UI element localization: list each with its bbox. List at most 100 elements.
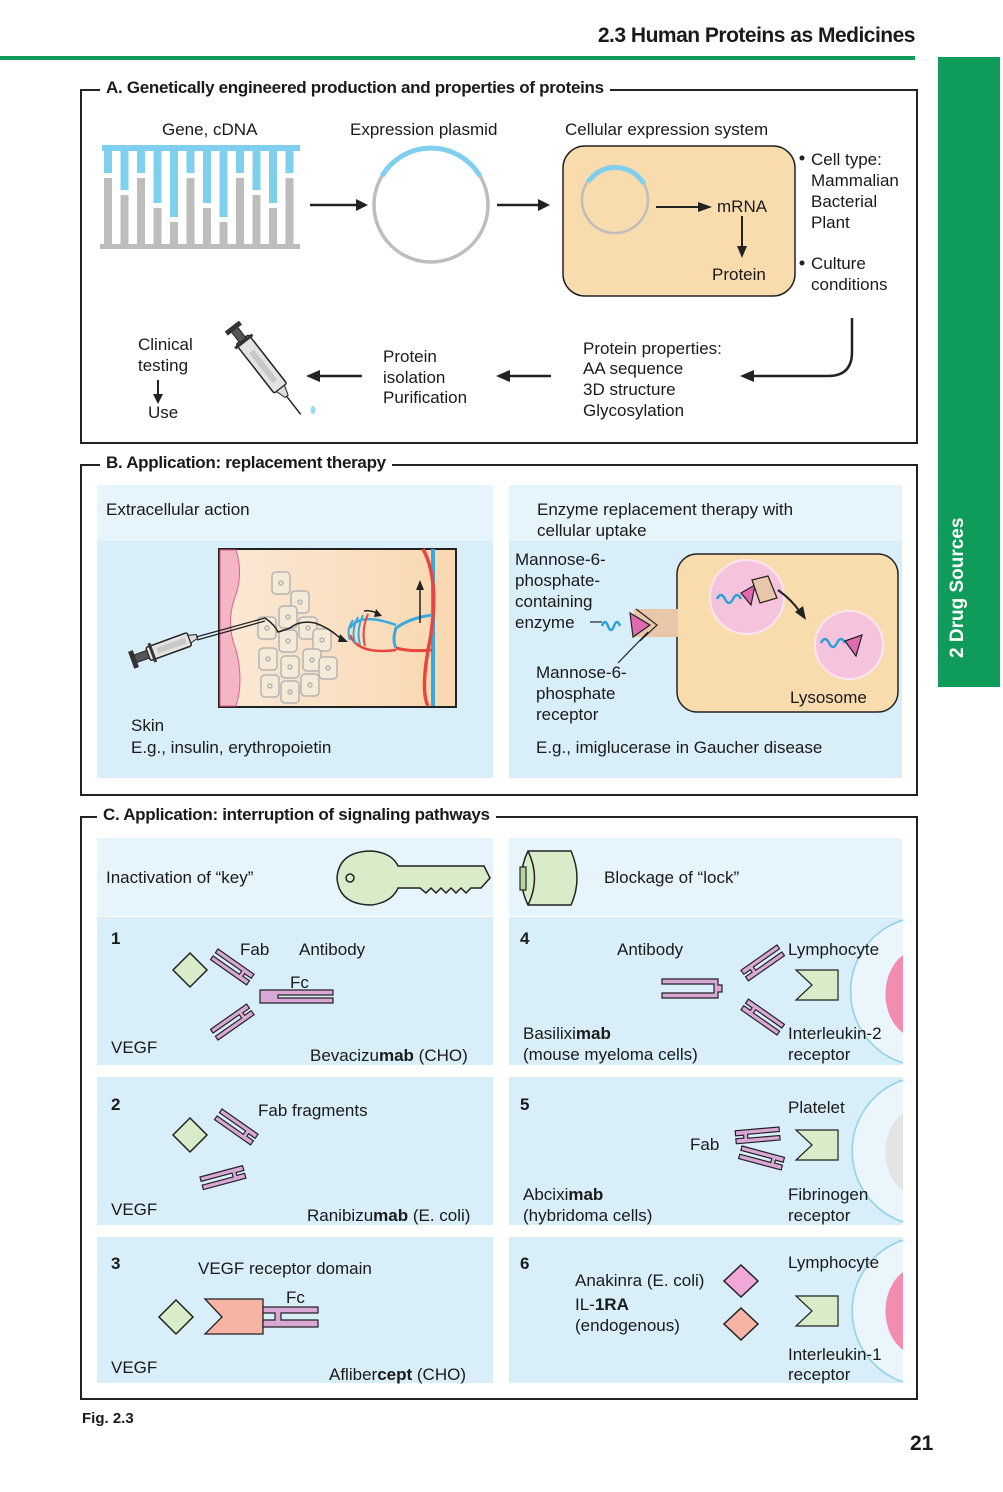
panel-b — [80, 464, 918, 796]
cdna-base-gray — [186, 178, 195, 244]
drug-suffix: mab — [378, 1046, 414, 1065]
cdna-base-gray — [104, 178, 112, 244]
cell-1-fab-label: Fab — [240, 940, 270, 959]
il1ra-diamond — [722, 1306, 760, 1342]
lock-label: Blockage of “lock” — [604, 868, 740, 887]
cdna-base-gray — [252, 195, 261, 244]
extracellular-examples: E.g., insulin, erythropoietin — [131, 738, 332, 757]
cdna-base-gray — [236, 178, 244, 244]
drug-stem: Afliber — [329, 1365, 378, 1384]
cell-nucleus — [287, 689, 293, 695]
cell-nucleus — [278, 580, 284, 586]
il1-receptor-6 — [794, 1295, 839, 1327]
drug-suffix: mab — [575, 1024, 611, 1043]
cell-nucleus — [325, 665, 331, 671]
panel-b-right-header-bg — [509, 485, 902, 541]
key-lock-icons — [336, 850, 578, 906]
receptor-label-2: phosphate — [536, 684, 616, 703]
capillary-red — [421, 548, 436, 707]
cell-5-drug: Abciximab — [523, 1184, 603, 1205]
anakinra-diamond — [722, 1263, 760, 1299]
cell-2-number: 2 — [111, 1095, 121, 1114]
enzyme-examples: E.g., imiglucerase in Gaucher disease — [536, 738, 823, 757]
clinical-line-2: testing — [138, 356, 189, 375]
vegf-diamond-1 — [171, 951, 209, 989]
arrow-isolation-to-syringe — [306, 370, 362, 382]
chapter-side-tab — [938, 57, 1000, 687]
cell-6-il1ra-label: IL-1RA — [575, 1294, 629, 1315]
arrow-clinical-to-use — [153, 380, 163, 404]
property-3d-structure: 3D structure — [583, 380, 676, 399]
bullet-culture: Culture — [811, 254, 866, 273]
cell-4-receptor-1: Interleukin-2 — [788, 1024, 882, 1043]
drug-stem: Abcixi — [523, 1185, 569, 1204]
injection-syringe-icon — [128, 617, 266, 669]
cell-6-receptor-1: Interleukin-1 — [788, 1345, 882, 1364]
page-number: 21 — [910, 1432, 934, 1455]
cell-1-antibody-label: Antibody — [299, 940, 366, 959]
key-label: Inactivation of “key” — [106, 868, 254, 887]
panel-b-title: B. Application: replacement therapy — [100, 453, 392, 473]
cdna-base-blue — [137, 145, 145, 173]
receptor-label-1: Mannose-6- — [536, 663, 627, 682]
cell-nucleus — [305, 625, 311, 631]
cell-4-drug: Basiliximab — [523, 1023, 611, 1044]
lymphocyte-6 — [851, 1239, 904, 1383]
vegf-diamond-2 — [171, 1116, 209, 1154]
lysosome-2 — [814, 610, 884, 680]
skin-label: Skin — [131, 716, 165, 735]
cdna-base-blue — [153, 145, 162, 203]
cdna-base-blue — [170, 145, 178, 217]
panel-c — [80, 816, 918, 1400]
cell-nucleus — [267, 683, 273, 689]
panel-a-top-graphics — [153, 145, 854, 415]
panel-a-title: A. Genetically engineered production and… — [100, 78, 610, 98]
cell-2-fab-fragments-label: Fab fragments — [258, 1101, 368, 1120]
vegf-receptor-domain-3 — [203, 1298, 319, 1335]
drug-source: (CHO) — [413, 1046, 468, 1065]
cell-5-fab-label: Fab — [690, 1135, 720, 1154]
cell-nucleus — [319, 637, 325, 643]
drug-suffix: mab — [373, 1206, 409, 1225]
arrow-plasmid-to-system — [497, 199, 550, 211]
cell-nucleus — [265, 656, 271, 662]
enzyme-label-2: phosphate- — [515, 571, 601, 590]
cdna-base-blue — [252, 145, 261, 190]
cell-6-anakinra-label: Anakinra (E. coli) — [575, 1271, 705, 1290]
drug-suffix: cept — [377, 1365, 413, 1384]
plasmid-label: Expression plasmid — [350, 120, 498, 139]
lock-cylinder-icon — [519, 850, 578, 906]
cdna-base-blue — [285, 145, 294, 173]
antibody-1 — [209, 948, 334, 1041]
cell-1-drug: Bevacizumab (CHO) — [310, 1045, 468, 1066]
skin-injection-illustration — [128, 548, 457, 708]
cell-4-drug-source: (mouse myeloma cells) — [523, 1045, 698, 1064]
cdna-base-blue — [104, 145, 112, 173]
running-title: 2.3 Human Proteins as Medicines — [597, 24, 916, 47]
clinical-use: Use — [148, 403, 179, 422]
cell-nucleus — [285, 638, 291, 644]
bullet-plant: Plant — [811, 213, 850, 232]
property-glycosylation: Glycosylation — [583, 401, 685, 420]
fibrinogen-receptor-5 — [794, 1129, 839, 1161]
enzyme-uptake-illustration — [590, 553, 899, 713]
cdna-strand-bottom — [100, 244, 300, 249]
cell-nucleus — [297, 599, 303, 605]
cdna-base-gray — [153, 208, 162, 244]
protein-label: Protein — [712, 265, 766, 284]
cell-3-number: 3 — [111, 1254, 121, 1273]
cell-6-number: 6 — [520, 1254, 530, 1273]
panel-c-illustrations — [157, 919, 904, 1383]
panel-c-title: C. Application: interruption of signalin… — [97, 805, 496, 825]
drug-source: (E. coli) — [408, 1206, 471, 1225]
cell-5-number: 5 — [520, 1095, 530, 1114]
il2-receptor-4 — [794, 969, 839, 1001]
cell-2-bg — [97, 1077, 493, 1225]
isolation-line-3: Purification — [383, 388, 468, 407]
drug-source: (CHO) — [412, 1365, 466, 1384]
cell-4-number: 4 — [520, 929, 530, 948]
clinical-line-1: Clinical — [138, 335, 193, 354]
bullet-mammalian: Mammalian — [811, 171, 899, 190]
enzyme-at-receptor — [590, 608, 658, 664]
bullet-conditions: conditions — [811, 275, 888, 294]
